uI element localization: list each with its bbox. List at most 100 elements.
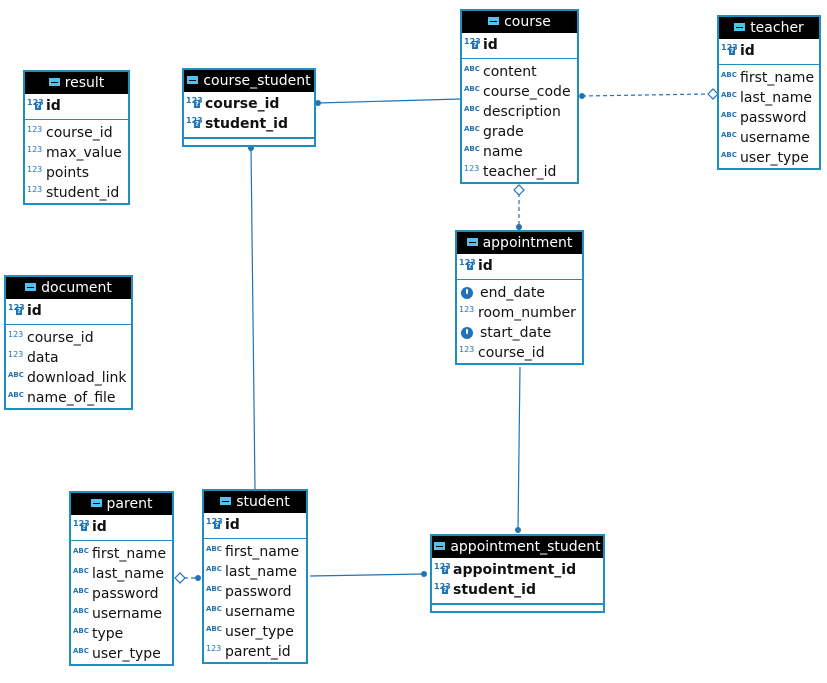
entity-appointment[interactable]: appointment123?idend_date123room_numbers… [455, 230, 584, 365]
entity-result[interactable]: result123?id123course_id123max_value123p… [23, 70, 130, 205]
key-number-icon: 123? [73, 519, 90, 531]
entity-course[interactable]: course123?idABCcontentABCcourse_codeABCd… [460, 9, 579, 184]
primary-key-section: 123?id [25, 94, 128, 120]
primary-key-column[interactable]: 123?student_id [184, 114, 314, 134]
column-row[interactable]: end_date [457, 283, 582, 303]
text-type-icon: ABC [206, 625, 222, 633]
entity-header[interactable]: appointment_student [432, 536, 603, 558]
number-type-icon: 123 [27, 145, 43, 154]
column-name: password [740, 110, 807, 126]
text-type-icon: ABC [721, 131, 737, 139]
table-icon [187, 76, 199, 84]
entity-title: appointment_student [450, 539, 601, 555]
text-type-icon: ABC [464, 105, 480, 113]
column-name: id [27, 303, 42, 319]
primary-key-column[interactable]: 123?id [204, 515, 306, 535]
primary-key-column[interactable]: 123?id [457, 256, 582, 276]
entity-parent[interactable]: parent123?idABCfirst_nameABClast_nameABC… [69, 491, 174, 666]
table-icon [734, 23, 746, 31]
primary-key-column[interactable]: 123?course_id [184, 94, 314, 114]
primary-key-section: 123?id [719, 39, 819, 65]
entity-header[interactable]: appointment [457, 232, 582, 254]
entity-header[interactable]: parent [71, 493, 172, 515]
column-row[interactable]: start_date [457, 323, 582, 343]
primary-key-column[interactable]: 123?id [719, 41, 819, 61]
text-type-icon: ABC [73, 647, 89, 655]
column-name: id [92, 519, 107, 535]
key-number-icon: 123? [27, 98, 44, 110]
entity-header[interactable]: course [462, 11, 577, 33]
column-name: name [483, 144, 523, 160]
primary-key-section: 123?id [204, 513, 306, 539]
entity-header[interactable]: student [204, 491, 306, 513]
clock-icon [461, 327, 473, 339]
entity-student[interactable]: student123?idABCfirst_nameABClast_nameAB… [202, 489, 308, 664]
key-number-icon: 123? [8, 303, 25, 315]
primary-key-column[interactable]: 123?student_id [432, 580, 603, 600]
key-number-icon: 123? [459, 258, 476, 270]
link-appointment-to-appointment-student [517, 366, 521, 531]
primary-key-column[interactable]: 123?id [462, 35, 577, 55]
entity-header[interactable]: course_student [184, 70, 314, 92]
column-name: content [483, 64, 537, 80]
table-icon [434, 542, 446, 550]
primary-key-column[interactable]: 123?appointment_id [432, 560, 603, 580]
entity-teacher[interactable]: teacher123?idABCfirst_nameABClast_nameAB… [717, 15, 821, 170]
column-name: max_value [46, 145, 122, 161]
column-name: start_date [480, 325, 552, 341]
entity-document[interactable]: document123?id123course_id123dataABCdown… [4, 275, 133, 410]
entity-header[interactable]: teacher [719, 17, 819, 39]
entity-header[interactable]: result [25, 72, 128, 94]
entity-course-student[interactable]: course_student123?course_id123?student_i… [182, 68, 316, 147]
entity-header[interactable]: document [6, 277, 131, 299]
primary-key-column[interactable]: 123?id [71, 517, 172, 537]
entity-appointment-student[interactable]: appointment_student 123?appointment_id123… [430, 534, 605, 613]
column-name: end_date [480, 285, 545, 301]
text-type-icon: ABC [73, 607, 89, 615]
primary-key-column[interactable]: 123?id [6, 301, 131, 321]
link-course-to-teacher [581, 93, 709, 97]
primary-key-column[interactable]: 123?id [25, 96, 128, 116]
column-name: data [27, 350, 59, 366]
column-name: id [483, 37, 498, 53]
column-name: id [478, 258, 493, 274]
